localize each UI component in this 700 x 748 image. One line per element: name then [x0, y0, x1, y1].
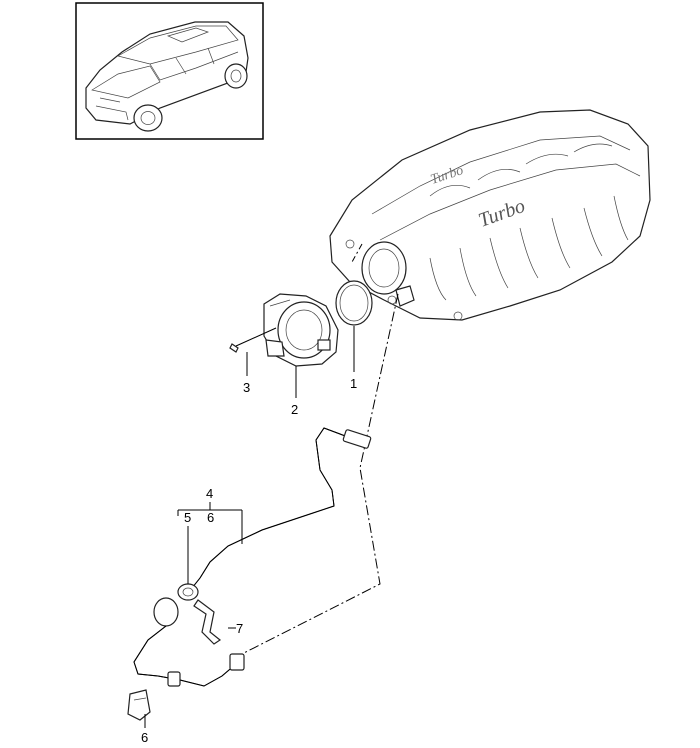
callout-6-bottom: 6 — [141, 730, 148, 745]
callout-7: 7 — [236, 621, 243, 636]
gasket — [335, 280, 373, 326]
alignment-line — [237, 293, 399, 657]
bolt — [229, 327, 277, 353]
callout-4: 4 — [206, 486, 213, 501]
vacuum-line — [127, 427, 372, 721]
suv-illustration — [85, 21, 249, 132]
callout-labels: 1 2 3 4 5 6 7 6 — [141, 376, 357, 745]
leader-lines — [144, 326, 355, 728]
callout-2: 2 — [291, 402, 298, 417]
callout-5: 5 — [184, 510, 191, 525]
callout-3: 3 — [243, 380, 250, 395]
intake-manifold: Turbo Turbo — [329, 109, 651, 321]
callout-6-top: 6 — [207, 510, 214, 525]
callout-1: 1 — [350, 376, 357, 391]
throttle-body — [263, 293, 339, 367]
vehicle-thumbnail — [75, 2, 264, 140]
